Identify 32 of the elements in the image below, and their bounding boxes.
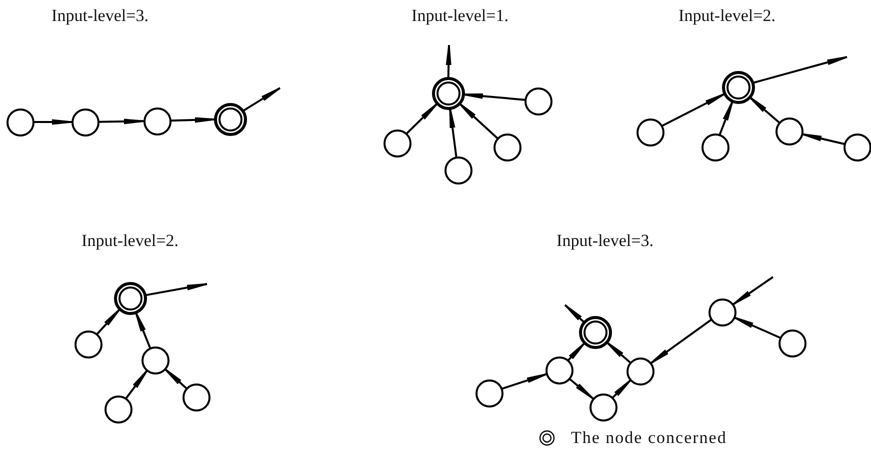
panel-title: Input-level=3. <box>556 231 654 251</box>
panel-title: Input-level=2. <box>82 231 178 251</box>
node-circle <box>626 356 654 386</box>
legend-text: The node concerned <box>571 428 727 448</box>
concerned-node-circle <box>432 76 464 110</box>
node-circle <box>700 132 730 162</box>
panel-title: Input-level=2. <box>678 6 776 26</box>
concerned-node-circle <box>114 282 146 314</box>
concerned-node-circle <box>214 102 246 136</box>
node-circle <box>524 86 552 116</box>
concerned-node-circle <box>722 70 754 104</box>
node-circle <box>140 346 170 374</box>
node-circle <box>778 328 806 358</box>
panel-title: Input-level=1. <box>412 6 508 26</box>
node-circle <box>6 108 34 136</box>
node-circle <box>382 128 412 158</box>
node-circle <box>474 378 504 408</box>
node-circle <box>142 106 172 136</box>
node-circle <box>544 356 574 384</box>
node-circle <box>708 298 736 326</box>
panel-title: Input-level=3. <box>52 6 148 26</box>
node-circle <box>588 392 618 422</box>
node-circle <box>842 132 871 162</box>
node-circle <box>774 116 804 146</box>
concerned-node-circle <box>578 316 612 348</box>
node-circle <box>492 132 522 162</box>
node-circle <box>74 330 102 358</box>
node-circle <box>444 156 472 184</box>
node-circle <box>182 382 210 412</box>
node-circle <box>636 118 664 146</box>
node-circle <box>104 394 132 424</box>
node-circle <box>70 108 100 136</box>
